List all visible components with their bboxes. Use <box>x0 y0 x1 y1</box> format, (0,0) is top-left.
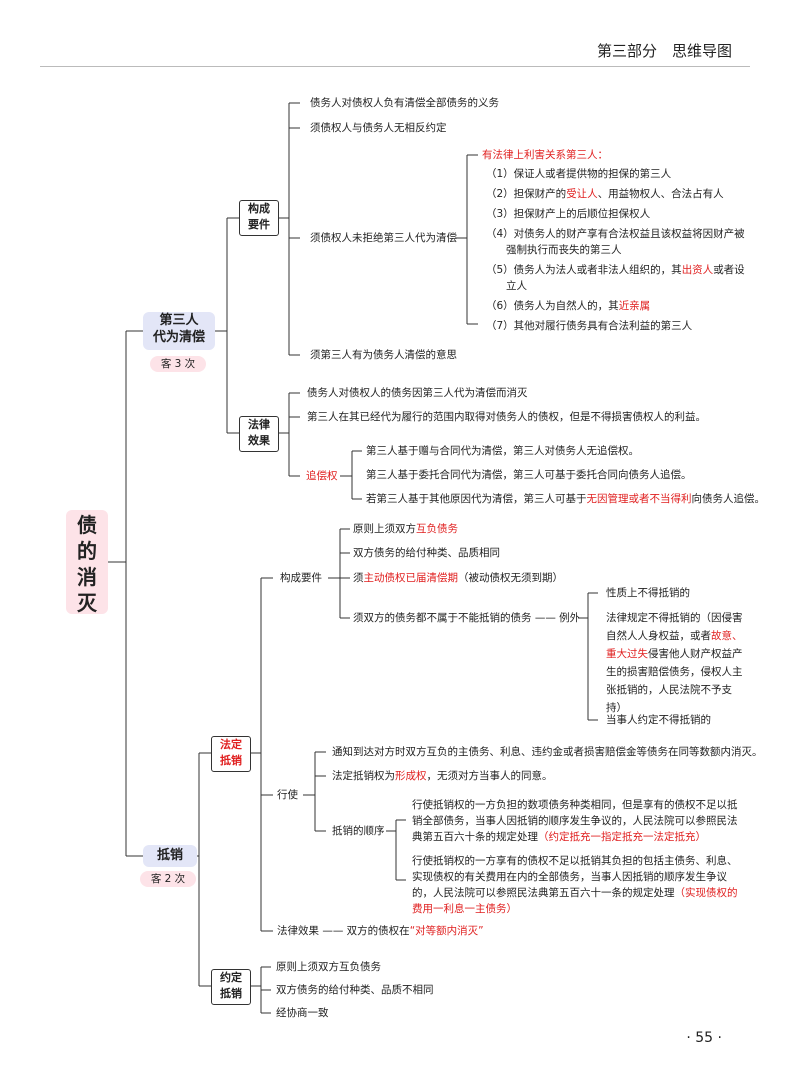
highlight: 故意、重大过失 <box>606 630 743 660</box>
interest-item: （5）债务人为法人或者非法人组织的，其出资人或者设 <box>486 263 745 278</box>
interest-item: （1）保证人或者提供物的担保的第三人 <box>486 167 671 182</box>
root-char: 的 <box>77 539 97 563</box>
text: 、用益物权人、合法占有人 <box>597 188 724 200</box>
node-label: 代为清偿 <box>152 330 205 345</box>
agreed-item: 原则上须双方互负债务 <box>276 961 381 973</box>
highlight: 互负债务 <box>416 523 458 535</box>
box-label: 抵销 <box>220 754 242 767</box>
text: （7）其他对履行债务具有合法利益的第三人 <box>486 320 693 332</box>
box-agreed-setoff: 约定 抵销 <box>211 969 251 1005</box>
box-label: 要件 <box>248 218 270 231</box>
highlight: 受让人 <box>566 188 598 200</box>
exercise-item: 法定抵销权为形成权，无须对方当事人的同意。 <box>332 769 553 784</box>
box-legal-effect: 法律 效果 <box>239 416 279 452</box>
text: 须 <box>353 572 364 584</box>
exception-item: 当事人约定不得抵销的 <box>606 714 711 726</box>
element-item: 须第三人有为债务人清偿的意思 <box>310 349 457 361</box>
box-elements: 构成 要件 <box>239 200 279 236</box>
node-label: 第三人 <box>159 313 199 328</box>
highlight: 出资人 <box>681 264 714 276</box>
text: 侵害他人财产权益产生的损害赔偿债务，侵权人主张抵销的，人民法院不予支持） <box>606 648 743 714</box>
text: （2）担保财产的 <box>486 188 567 200</box>
interest-item: （3）担保财产上的后顺位担保权人 <box>486 207 650 222</box>
text: 法律效果 —— 双方的债权在 <box>277 925 410 937</box>
exercise-item: 通知到达对方时双方互负的主债务、利息、违约金或者损害赔偿金等债务在同等数额内消灭… <box>332 746 763 758</box>
page-number: · 55 · <box>686 1030 722 1046</box>
highlight: （约定抵充一指定抵充一法定抵充） <box>538 831 706 843</box>
header-divider <box>40 66 750 67</box>
highlight: 主动债权已届清偿期 <box>363 572 459 584</box>
box-label: 法定 <box>220 738 242 751</box>
root-char: 灭 <box>77 591 97 615</box>
text: （3）担保财产上的后顺位担保权人 <box>486 208 651 220</box>
box-legal-setoff: 法定 抵销 <box>211 736 251 772</box>
text: 若第三人基于其他原因代为清偿，第三人可基于 <box>366 493 587 505</box>
text: 行使抵销权的一方享有的债权不足以抵销其负担的包括主债务、利息、实现债权的有关费用… <box>412 855 738 899</box>
order-label: 抵销的顺序 <box>332 825 385 837</box>
element-item: 债务人对债权人负有清偿全部债务的义务 <box>310 97 499 109</box>
root-node-debt-extinction: 债 的 消 灭 <box>66 510 108 615</box>
highlight: 无因管理或者不当得利 <box>586 493 692 505</box>
recourse-item: 第三人基于赠与合同代为清偿，第三人对债务人无追偿权。 <box>366 445 639 457</box>
count-badge: 客 3 次 <box>150 356 206 372</box>
interest-title: 有法律上利害关系第三人： <box>482 149 608 161</box>
box-label: 约定 <box>220 971 242 984</box>
box-label: 抵销 <box>220 987 242 1000</box>
node-setoff: 抵销 <box>143 845 197 867</box>
box-label: 法律 <box>248 418 270 431</box>
recourse-item: 若第三人基于其他原因代为清偿，第三人可基于无因管理或者不当得利向债务人追偿。 <box>366 492 765 507</box>
highlight: “对等额内消灭” <box>409 925 484 937</box>
requirement-item: 双方债务的给付种类、品质相同 <box>353 547 500 559</box>
interest-item: （6）债务人为自然人的，其近亲属 <box>486 299 650 314</box>
page-header: 第三部分 思维导图 <box>596 42 732 60</box>
order-item: 行使抵销权的一方负担的数项债务种类相同，但是享有的债权不足以抵销全部债务，当事人… <box>412 797 742 845</box>
recourse-label: 追偿权 <box>306 470 338 482</box>
text: （6）债务人为自然人的，其 <box>486 300 619 312</box>
interest-item: （7）其他对履行债务具有合法利益的第三人 <box>486 319 692 334</box>
text: （1）保证人或者提供物的担保的第三人 <box>486 168 672 180</box>
text: （5）债务人为法人或者非法人组织的，其 <box>486 264 682 276</box>
recourse-item: 第三人基于委托合同代为清偿，第三人可基于委托合同向债务人追偿。 <box>366 469 692 481</box>
agreed-item: 经协商一致 <box>276 1007 329 1019</box>
root-char: 消 <box>77 565 97 589</box>
requirement-item: 原则上须双方互负债务 <box>353 522 458 537</box>
interest-item: （4）对债务人的财产享有合法权益且该权益将因财产被 <box>486 227 745 242</box>
node-third-party-performance: 第三人 代为清偿 <box>143 312 215 350</box>
effect-item: 第三人在其已经代为履行的范围内取得对债务人的债权，但是不得损害债权人的利益。 <box>307 411 706 423</box>
text: 法律规定不得抵销的（因侵害自然人人身权益，或者 <box>606 612 743 642</box>
exception-item: 法律规定不得抵销的（因侵害自然人人身权益，或者故意、重大过失侵害他人财产权益产生… <box>606 609 746 717</box>
box-label: 效果 <box>248 434 270 447</box>
element-item: 须债权人未拒绝第三人代为清偿 <box>310 232 457 244</box>
exception-item: 性质上不得抵销的 <box>606 587 690 599</box>
effect-item: 债务人对债权人的债务因第三人代为清偿而消灭 <box>307 387 528 399</box>
text: 法定抵销权为 <box>332 770 395 782</box>
box-label: 构成 <box>248 202 270 215</box>
exercise-label: 行使 <box>277 789 298 801</box>
interest-item-cont: 立人 <box>506 280 527 292</box>
highlight: 形成权 <box>395 770 427 782</box>
root-char: 债 <box>77 513 97 537</box>
order-item: 行使抵销权的一方享有的债权不足以抵销其负担的包括主债务、利息、实现债权的有关费用… <box>412 853 742 917</box>
text: 行使抵销权的一方负担的数项债务种类相同，但是享有的债权不足以抵销全部债务，当事人… <box>412 799 738 843</box>
interest-item-cont: 强制执行而丧失的第三人 <box>506 244 622 256</box>
text: 向债务人追偿。 <box>691 493 766 505</box>
element-item: 须债权人与债务人无相反约定 <box>310 122 447 134</box>
text: 或者设 <box>713 264 745 276</box>
highlight: （实现债权的费用一利息一主债务） <box>412 887 738 915</box>
agreed-item: 双方债务的给付种类、品质不相同 <box>276 984 434 996</box>
setoff-legal-effect: 法律效果 —— 双方的债权在“对等额内消灭” <box>277 924 484 939</box>
requirements-label: 构成要件 <box>280 572 322 584</box>
text: ，无须对方当事人的同意。 <box>426 770 553 782</box>
interest-item: （2）担保财产的受让人、用益物权人、合法占有人 <box>486 187 724 202</box>
requirement-item: 须主动债权已届清偿期（被动债权无须到期） <box>353 571 563 586</box>
count-badge: 客 2 次 <box>140 871 196 887</box>
text: （4）对债务人的财产享有合法权益且该权益将因财产被 <box>486 228 745 240</box>
text: （被动债权无须到期） <box>458 572 563 584</box>
highlight: 近亲属 <box>618 300 651 312</box>
text: 原则上须双方 <box>353 523 416 535</box>
requirement-item: 须双方的债务都不属于不能抵销的债务 —— 例外 <box>353 612 581 624</box>
